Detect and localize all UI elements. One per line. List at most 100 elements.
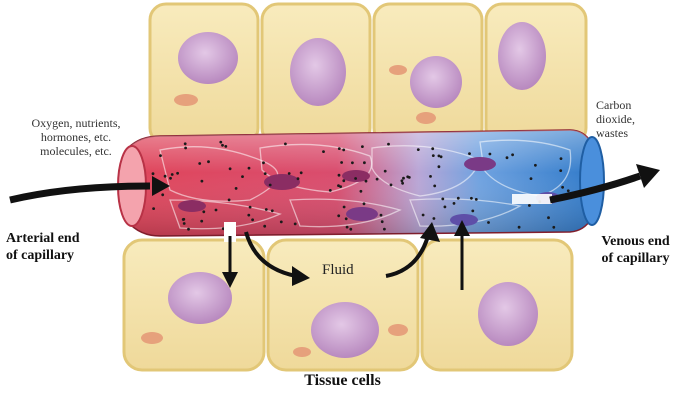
molecule-dot: [294, 223, 297, 226]
molecule-dot: [487, 221, 490, 224]
molecule-dot: [207, 160, 210, 163]
molecule-dot: [506, 156, 509, 159]
molecule-dot: [444, 206, 447, 209]
molecule-dot: [471, 210, 474, 213]
molecule-dot: [229, 167, 232, 170]
molecule-dot: [406, 175, 409, 178]
inputs-label-line-3: molecules, etc.: [6, 144, 146, 158]
molecule-dot: [363, 161, 366, 164]
molecule-dot: [518, 226, 521, 229]
molecule-dot: [534, 164, 537, 167]
molecule-dot: [329, 189, 332, 192]
venous-end-label-line-2: of capillary: [588, 250, 683, 267]
molecule-dot: [228, 199, 231, 202]
molecule-dot: [440, 155, 443, 158]
molecule-dot: [338, 174, 341, 177]
molecule-dot: [559, 169, 562, 172]
molecule-dot: [422, 214, 425, 217]
molecule-dot: [383, 228, 386, 231]
molecule-dot: [530, 177, 533, 180]
molecule-dot: [288, 172, 291, 175]
molecule-dot: [201, 180, 204, 183]
molecule-dot: [251, 218, 254, 221]
molecule-dot: [264, 172, 267, 175]
molecule-dot: [338, 147, 341, 150]
outputs-label-line-1: Carbon: [596, 98, 676, 112]
outputs-label-line-2: dioxide,: [596, 112, 676, 126]
molecule-dot: [280, 221, 283, 224]
molecule-dot: [360, 190, 363, 193]
molecule-dot: [511, 153, 514, 156]
molecule-dot: [387, 143, 390, 146]
molecule-dot: [202, 210, 205, 213]
molecule-dot: [401, 182, 404, 185]
molecule-dot: [343, 206, 346, 209]
molecule-dot: [265, 208, 268, 211]
molecule-dot: [489, 153, 492, 156]
molecule-dot: [184, 147, 187, 150]
molecule-dot: [429, 175, 432, 178]
molecule-dot: [263, 225, 266, 228]
molecule-dot: [187, 228, 190, 231]
molecule-dot: [552, 226, 555, 229]
molecule-dot: [528, 204, 531, 207]
molecule-dot: [432, 154, 435, 157]
molecule-dot: [349, 228, 352, 231]
molecule-dot: [417, 148, 420, 151]
molecule-dot: [351, 161, 354, 164]
molecule-dot: [441, 198, 444, 201]
molecule-dot: [438, 165, 441, 168]
molecule-dot: [363, 202, 366, 205]
molecule-dot: [337, 214, 340, 217]
molecule-dot: [300, 171, 303, 174]
molecule-dot: [457, 197, 460, 200]
molecule-dot: [381, 220, 384, 223]
molecule-dot: [249, 206, 252, 209]
molecule-dot: [380, 214, 383, 217]
molecule-dot: [468, 152, 471, 155]
molecule-dot: [345, 217, 348, 220]
molecule-dot: [342, 179, 345, 182]
molecule-dot: [183, 222, 186, 225]
inputs-label: Oxygen, nutrients, hormones, etc. molecu…: [6, 116, 146, 158]
fluid-label: Fluid: [322, 262, 354, 279]
molecule-dot: [401, 179, 404, 182]
inputs-label-line-1: Oxygen, nutrients,: [6, 116, 146, 130]
outputs-label-line-3: wastes: [596, 126, 676, 140]
molecule-dot: [224, 145, 227, 148]
outputs-label: Carbon dioxide, wastes: [596, 98, 676, 140]
molecule-dot: [247, 214, 250, 217]
molecule-dot: [169, 177, 172, 180]
molecule-dot: [184, 142, 187, 145]
molecule-dot: [241, 175, 244, 178]
molecule-dot: [390, 184, 393, 187]
molecule-dot: [384, 170, 387, 173]
venous-end-label-line-1: Venous end: [588, 233, 683, 250]
molecule-dot: [433, 185, 436, 188]
molecule-dot: [161, 193, 164, 196]
molecule-dot: [219, 141, 222, 144]
molecule-dot: [560, 157, 563, 160]
molecule-dot: [402, 177, 405, 180]
molecule-dot: [376, 178, 379, 181]
molecule-dot: [164, 175, 167, 178]
molecule-dot: [248, 167, 251, 170]
molecule-dot: [159, 154, 162, 157]
inputs-label-line-2: hormones, etc.: [6, 130, 146, 144]
molecule-dot: [322, 150, 325, 153]
molecule-dot: [171, 173, 174, 176]
molecule-dot: [152, 207, 155, 210]
capillary-vessel: [118, 130, 604, 236]
arterial-end-label-line-1: Arterial end: [6, 230, 126, 247]
molecule-dot: [453, 202, 456, 205]
molecule-dot: [182, 218, 185, 221]
tissue-cells-label: Tissue cells: [0, 372, 685, 390]
venous-end-label: Venous end of capillary: [588, 233, 683, 267]
molecule-dot: [365, 180, 368, 183]
molecule-dot: [215, 209, 218, 212]
molecule-dot: [337, 184, 340, 187]
molecule-dot: [262, 161, 265, 164]
arterial-end-label-line-2: of capillary: [6, 247, 126, 264]
molecule-dot: [297, 177, 300, 180]
